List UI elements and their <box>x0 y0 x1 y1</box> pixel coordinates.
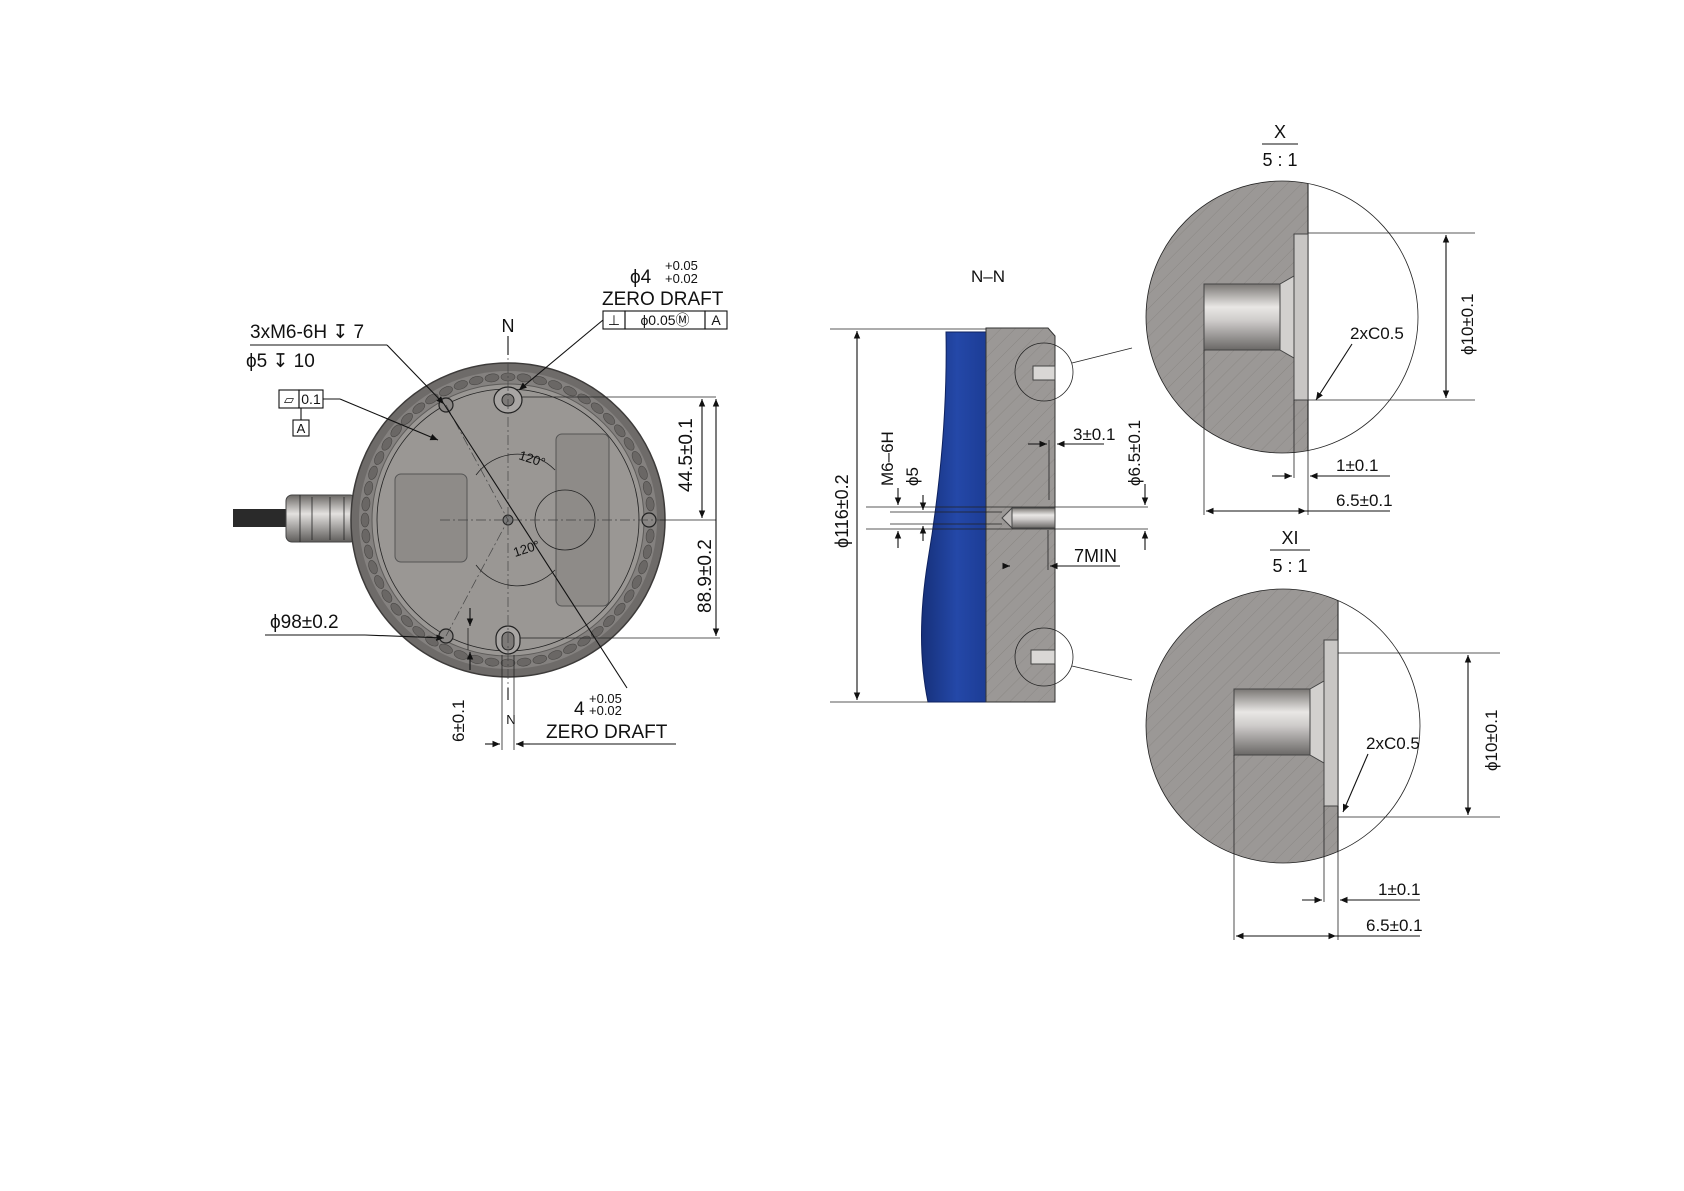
section-view: N–N ϕ116±0.2 M6–6H ϕ5 <box>830 267 1148 702</box>
pin-dia: ϕ4 <box>630 267 652 288</box>
dim-overall: ϕ116±0.2 <box>832 474 852 548</box>
dim-depth: 3±0.1 <box>1073 425 1115 444</box>
dim-vertical-1: 44.5±0.1 <box>676 418 697 492</box>
front-view: N N 3xM6-6H ↧ 7 ϕ5 ↧ 10 ▱ 0.1 A ϕ4 +0.05… <box>233 258 727 750</box>
pin-tol-lower: +0.02 <box>665 271 698 286</box>
detail-x-large: 6.5±0.1 <box>1336 491 1393 510</box>
detail-xi-large: 6.5±0.1 <box>1366 916 1423 935</box>
section-mark-top: N <box>502 316 515 336</box>
detail-xi-small: 1±0.1 <box>1378 880 1420 899</box>
pocket-right <box>556 434 609 606</box>
edge-scallop <box>361 513 369 527</box>
detail-x-label: X <box>1274 122 1286 142</box>
section-title: N–N <box>971 267 1005 286</box>
dim-min: 7MIN <box>1074 546 1117 566</box>
slot-tol-lower: +0.02 <box>589 703 622 718</box>
slot-note: ZERO DRAFT <box>546 722 668 743</box>
datum-label: A <box>297 421 306 436</box>
flatness-symbol: ▱ <box>284 392 294 407</box>
slot-width: 4 <box>574 699 585 720</box>
dim-bolt-circle: ϕ98±0.2 <box>270 612 339 633</box>
dim-slot-depth: 6±0.1 <box>449 700 468 742</box>
thread-callout-1: 3xM6-6H ↧ 7 <box>250 322 364 343</box>
cable <box>233 509 288 527</box>
cable-gland <box>286 495 356 542</box>
thread-callout-2: ϕ5 ↧ 10 <box>246 351 315 372</box>
thread-bore <box>1012 508 1055 528</box>
detail-xi-dia: ϕ10±0.1 <box>1482 710 1501 771</box>
detail-xi-label: XI <box>1281 528 1298 548</box>
detail-xi-scale: 5 : 1 <box>1272 556 1307 576</box>
detail-x-chamfer: 2xC0.5 <box>1350 324 1404 343</box>
fcf-frame: ⊥ ϕ0.05Ⓜ A <box>603 311 727 329</box>
detail-x: X 5 : 1 ϕ10±0.1 2xC0.5 1±0.1 6.5±0.1 <box>1140 122 1477 515</box>
detail-x-scale: 5 : 1 <box>1262 150 1297 170</box>
fcf-datum: A <box>711 312 721 328</box>
detail-xi: XI 5 : 1 ϕ10±0.1 2xC0.5 1±0.1 6.5±0.1 <box>1140 528 1501 940</box>
fcf-symbol: ⊥ <box>608 312 620 328</box>
detail-x-dia: ϕ10±0.1 <box>1458 294 1477 355</box>
dim-pin-dia: ϕ6.5±0.1 <box>1125 420 1144 486</box>
dim-vertical-2: 88.9±0.2 <box>695 539 716 613</box>
pocket-left <box>395 474 467 562</box>
fcf-value: ϕ0.05Ⓜ <box>640 312 689 328</box>
pin-note: ZERO DRAFT <box>602 289 724 310</box>
dim-hole: ϕ5 <box>903 467 922 486</box>
detail-x-small: 1±0.1 <box>1336 456 1378 475</box>
detail-xi-chamfer: 2xC0.5 <box>1366 734 1420 753</box>
blue-cover <box>922 332 993 702</box>
flatness-value: 0.1 <box>301 391 321 407</box>
dim-thread: M6–6H <box>878 431 897 486</box>
